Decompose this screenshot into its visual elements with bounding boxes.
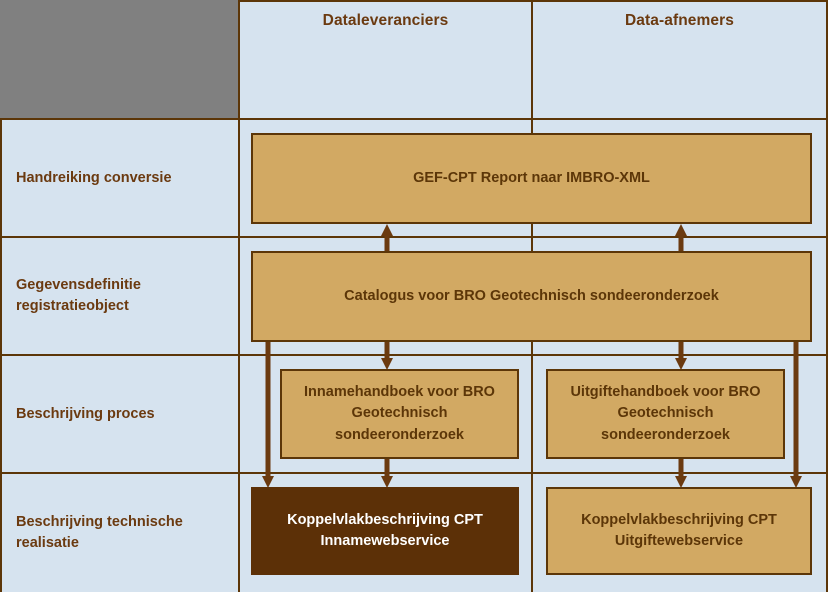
connector-uitgiftehandboek-to-koppelvlak (673, 456, 689, 490)
box-catalogus-bro[interactable]: Catalogus voor BRO Geotechnisch sondeero… (251, 251, 812, 342)
box-label: Koppelvlakbeschrijving CPT Uitgiftewebse… (581, 511, 777, 549)
connector-innamehandboek-to-koppelvlak (379, 456, 395, 490)
box-label: Koppelvlakbeschrijving CPT Innamewebserv… (287, 511, 483, 549)
box-label: GEF-CPT Report naar IMBRO-XML (413, 169, 650, 186)
box-koppelvlak-inname[interactable]: Koppelvlakbeschrijving CPT Innamewebserv… (251, 487, 519, 575)
connector-catalogus-to-uitgiftehandboek (673, 338, 689, 372)
column-header-data-afnemers: Data-afnemers (531, 0, 828, 120)
column-header-label: Data-afnemers (625, 12, 734, 29)
row-label-gegevensdefinitie-registratieobject: Gegevensdefinitie registratieobject (0, 236, 240, 356)
connector-catalogus-to-koppelvlak-uitgifte (788, 338, 804, 490)
connector-catalogus-to-koppelvlak-inname (260, 338, 276, 490)
box-uitgiftehandboek[interactable]: Uitgiftehandboek voor BRO Geotechnisch s… (546, 369, 785, 459)
row-label-text: Beschrijving technische realisatie (16, 514, 183, 551)
row-label-text: Handreiking conversie (16, 169, 172, 186)
box-gef-cpt-report[interactable]: GEF-CPT Report naar IMBRO-XML (251, 133, 812, 224)
box-label: Innamehandboek voor BRO Geotechnisch son… (304, 384, 495, 443)
box-label: Catalogus voor BRO Geotechnisch sondeero… (344, 287, 719, 304)
column-header-label: Dataleveranciers (322, 12, 449, 29)
connector-catalogus-to-gefcpt-right (673, 222, 689, 256)
row-label-handreiking-conversie: Handreiking conversie (0, 118, 240, 238)
row-label-beschrijving-proces: Beschrijving proces (0, 354, 240, 474)
connector-catalogus-to-innamehandboek (379, 338, 395, 372)
connector-catalogus-to-gefcpt-left (379, 222, 395, 256)
box-label: Uitgiftehandboek voor BRO Geotechnisch s… (570, 384, 761, 443)
corner-block (0, 0, 240, 120)
row-label-beschrijving-technische-realisatie: Beschrijving technische realisatie (0, 472, 240, 592)
box-koppelvlak-uitgifte[interactable]: Koppelvlakbeschrijving CPT Uitgiftewebse… (546, 487, 812, 575)
row-label-text: Gegevensdefinitie registratieobject (16, 277, 141, 314)
row-label-text: Beschrijving proces (16, 405, 155, 422)
column-header-dataleveranciers: Dataleveranciers (238, 0, 533, 120)
box-innamehandboek[interactable]: Innamehandboek voor BRO Geotechnisch son… (280, 369, 519, 459)
